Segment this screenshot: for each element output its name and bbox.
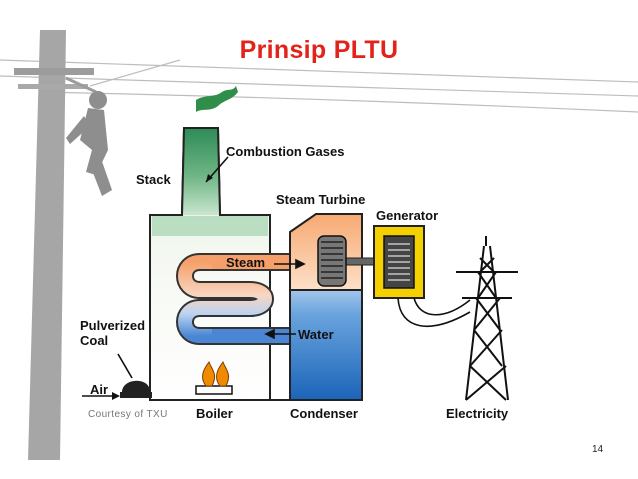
lineworker-icon	[66, 91, 112, 196]
label-stack: Stack	[136, 172, 171, 187]
label-pulverized-coal-line1: Pulverized	[80, 318, 146, 333]
coal-pointer	[117, 353, 133, 379]
label-water: Water	[298, 327, 334, 342]
utility-pole-icon	[14, 30, 97, 460]
label-electricity: Electricity	[446, 406, 509, 421]
label-combustion-gases: Combustion Gases	[226, 144, 345, 159]
smoke-plume-icon	[196, 86, 238, 112]
power-lines	[0, 59, 638, 113]
label-pulverized-coal-line2: Coal	[80, 333, 109, 348]
steam-water-pipe	[176, 253, 300, 345]
label-generator: Generator	[376, 208, 439, 223]
page-number: 14	[592, 444, 604, 455]
label-air: Air	[90, 382, 109, 397]
burner	[195, 385, 233, 395]
label-steam-turbine: Steam Turbine	[276, 192, 366, 207]
flow-arrows	[264, 258, 306, 340]
generator-rotor-icon	[388, 243, 410, 281]
coal-pile-icon	[120, 380, 152, 398]
power-cables	[397, 297, 471, 327]
label-condenser: Condenser	[290, 406, 358, 421]
transmission-tower-icon	[456, 236, 518, 401]
credit-text: Courtesy of TXU	[88, 409, 168, 420]
label-steam: Steam	[226, 255, 266, 270]
flame-icon	[202, 360, 229, 387]
label-boiler: Boiler	[196, 406, 233, 421]
turbine-rotor-icon	[317, 235, 347, 287]
page-title: Prinsip PLTU	[239, 36, 399, 64]
